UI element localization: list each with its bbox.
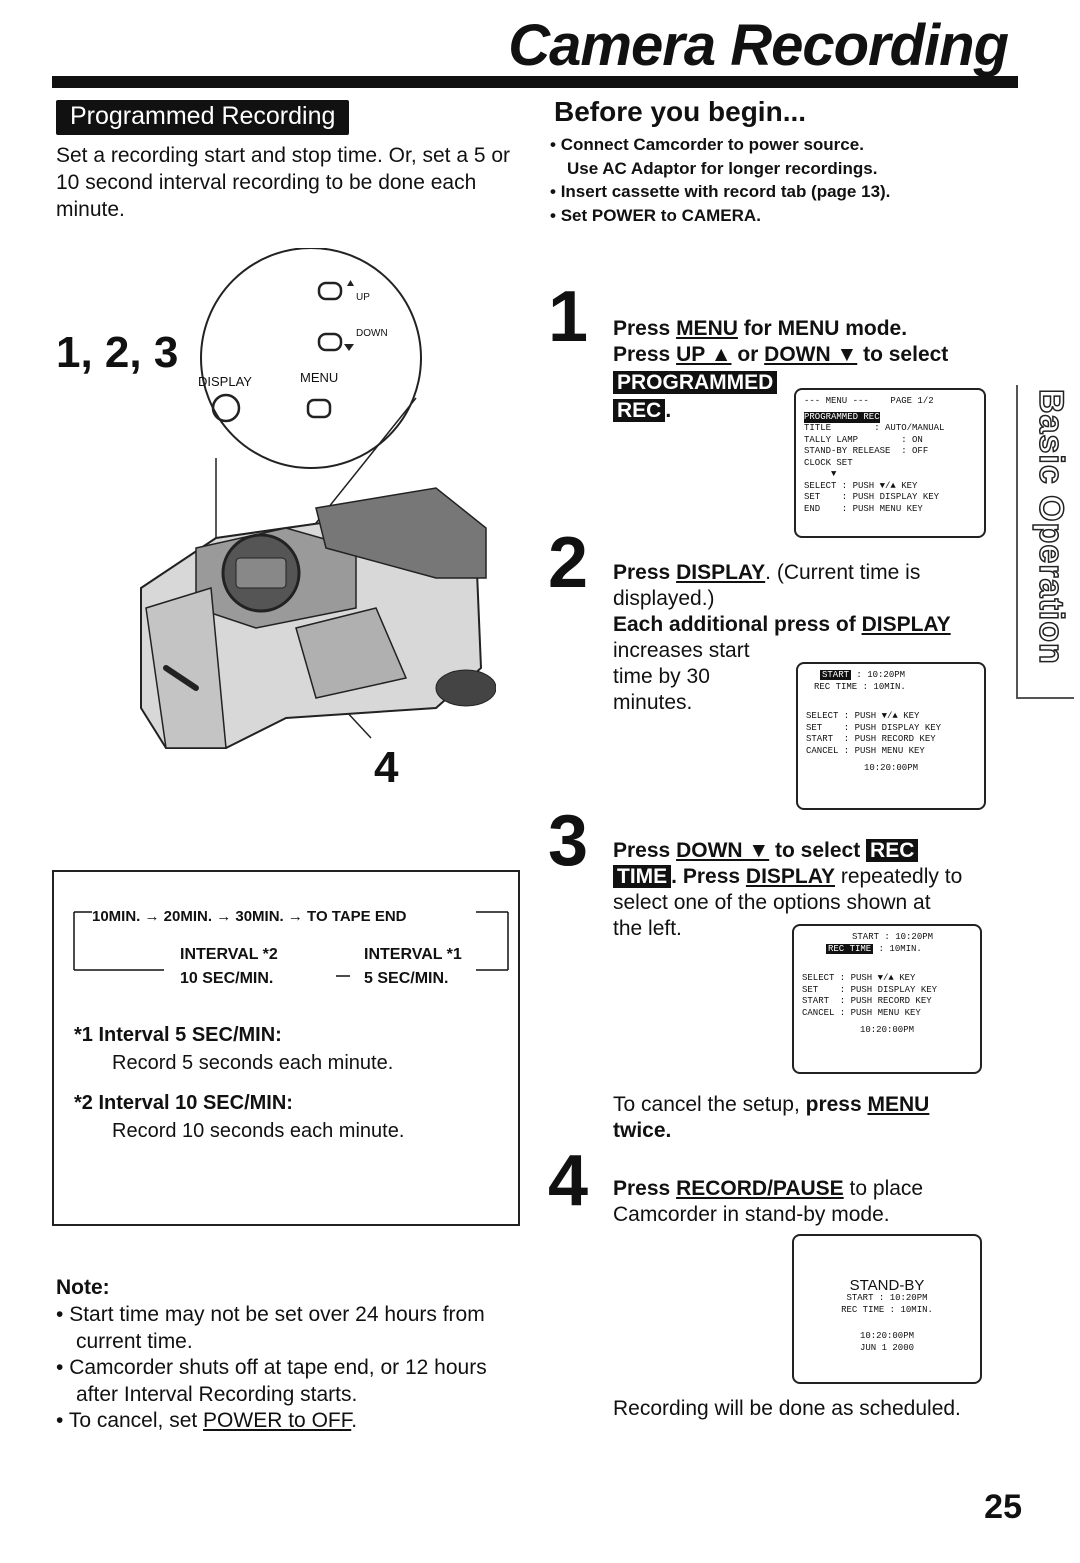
rec-label: REC xyxy=(613,399,666,422)
intro-text: Set a recording start and stop time. Or,… xyxy=(56,144,511,221)
lcd-rectime-screen: START : 10:20PM REC TIME : 10MIN. SELECT… xyxy=(792,924,982,1074)
step-1-number: 1 xyxy=(548,277,589,357)
camcorder-drawing xyxy=(140,247,497,749)
note-heading: Note: xyxy=(56,1276,110,1299)
footnote-1-text: Record 5 seconds each minute. xyxy=(112,1052,394,1074)
step-4-text: Press RECORD/PAUSE to place Camcorder in… xyxy=(613,1177,924,1226)
lcd-standby-screen: STAND-BY START : 10:20PM REC TIME : 10MI… xyxy=(792,1234,982,1384)
before-heading: Before you begin... xyxy=(554,96,807,127)
cancel-setup-text: To cancel the setup, press MENU twice. xyxy=(613,1093,930,1142)
footnote-2-text: Record 10 seconds each minute. xyxy=(112,1120,405,1142)
interval-2-label: INTERVAL *2 xyxy=(180,946,278,963)
programmed-label: PROGRAMMED xyxy=(613,371,778,394)
label-up: UP xyxy=(356,292,370,303)
step-3-text: Press DOWN ▼ to select REC TIME. Press D… xyxy=(613,839,963,940)
interval-sequence: 10MIN. → 20MIN. → 30MIN. → TO TAPE END xyxy=(92,908,407,925)
note-item: Start time may not be set over 24 hours … xyxy=(56,1302,526,1355)
interval-box: 10MIN. → 20MIN. → 30MIN. → TO TAPE END I… xyxy=(52,870,520,1226)
interval-1-value: 5 SEC/MIN. xyxy=(364,970,449,987)
lcd-menu-screen: --- MENU --- PAGE 1/2 PROGRAMMED REC TIT… xyxy=(794,388,986,538)
callout-4: 4 xyxy=(374,743,399,792)
interval-1-label: INTERVAL *1 xyxy=(364,946,462,963)
note-item: To cancel, set POWER to OFF. xyxy=(56,1408,526,1435)
interval-sequence-lines xyxy=(73,911,509,977)
page-number: 25 xyxy=(984,1488,1022,1526)
before-item: Connect Camcorder to power source. xyxy=(550,133,890,157)
label-display: DISPLAY xyxy=(198,374,252,389)
footnote-2-title: *2 Interval 10 SEC/MIN: xyxy=(74,1092,293,1114)
before-list: Connect Camcorder to power source. Use A… xyxy=(550,133,891,228)
label-down: DOWN xyxy=(356,328,388,339)
step-2-text: Press DISPLAY. (Current time is displaye… xyxy=(613,561,951,714)
step-2-number: 2 xyxy=(548,523,589,603)
side-tab-label: Basic Operation xyxy=(1031,388,1071,665)
result-text: Recording will be done as scheduled. xyxy=(613,1397,961,1420)
note-list: Start time may not be set over 24 hours … xyxy=(56,1302,526,1435)
step-1-text: Press MENU for MENU mode. Press UP ▲ or … xyxy=(613,317,949,422)
page-title: Camera Recording xyxy=(508,13,1009,78)
step-4-number: 4 xyxy=(548,1141,589,1221)
side-tab: Basic Operation xyxy=(1016,385,1074,699)
camcorder-illustration: 1, 2, 3 4 UP DOWN DISPLAY MENU xyxy=(56,247,497,808)
label-menu: MENU xyxy=(300,370,339,385)
step-3-number: 3 xyxy=(548,801,589,881)
footnote-1-title: *1 Interval 5 SEC/MIN: xyxy=(74,1024,282,1046)
before-item: Set POWER to CAMERA. xyxy=(550,204,890,228)
section-heading: Programmed Recording xyxy=(56,100,350,135)
note-item: Camcorder shuts off at tape end, or 12 h… xyxy=(56,1355,526,1408)
lcd-start-screen: START : 10:20PM REC TIME : 10MIN. SELECT… xyxy=(796,662,986,810)
before-item: Insert cassette with record tab (page 13… xyxy=(550,180,891,204)
interval-2-value: 10 SEC/MIN. xyxy=(180,970,274,987)
before-item: Use AC Adaptor for longer recordings. xyxy=(567,158,878,178)
title-rule xyxy=(52,76,1018,88)
callout-123: 1, 2, 3 xyxy=(56,328,179,377)
